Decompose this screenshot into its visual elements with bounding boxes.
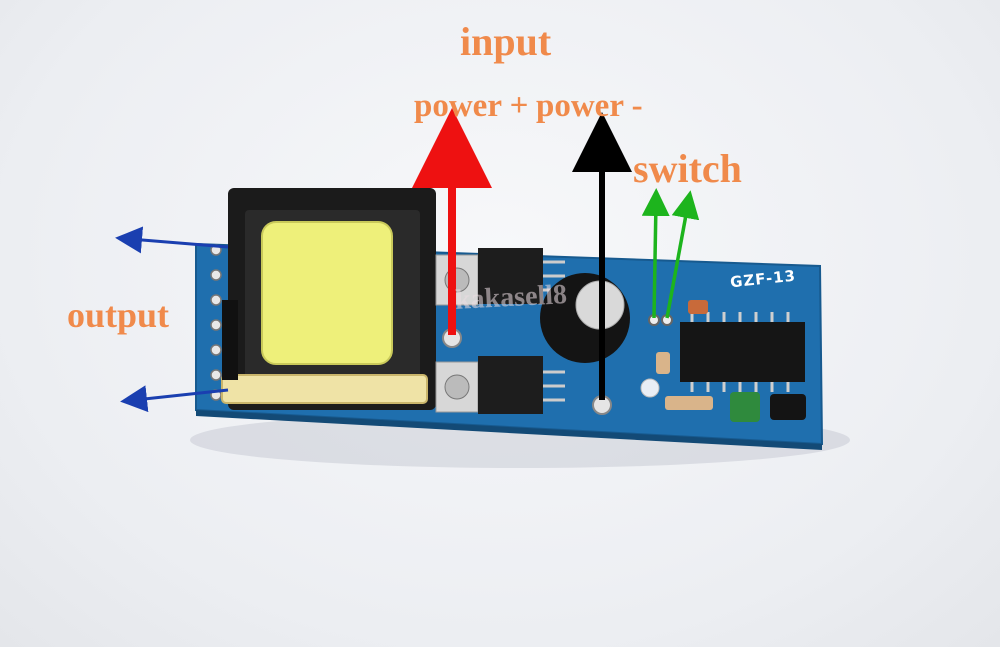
input-label: input xyxy=(460,19,552,64)
switch-arrow-2 xyxy=(665,190,700,319)
mosfet-top xyxy=(435,248,565,306)
output-arrow-bottom xyxy=(120,385,229,413)
output-header-pins xyxy=(210,244,222,401)
pcb-edge xyxy=(196,410,822,450)
mosfet-bottom xyxy=(435,356,565,414)
watermark: kakasell8 xyxy=(454,279,568,316)
transformer xyxy=(221,188,436,410)
transistor-black xyxy=(770,394,806,420)
transistor-green xyxy=(730,392,760,422)
led xyxy=(640,378,660,398)
power-plus-label: power + xyxy=(414,88,529,124)
power-minus-label: power - xyxy=(536,88,643,124)
output-arrow-top xyxy=(115,226,229,254)
resistors xyxy=(656,300,713,410)
switch-label: switch xyxy=(633,146,742,191)
output-label: output xyxy=(67,295,170,335)
switch-arrow-1 xyxy=(641,188,670,319)
ic-chip xyxy=(680,312,805,392)
